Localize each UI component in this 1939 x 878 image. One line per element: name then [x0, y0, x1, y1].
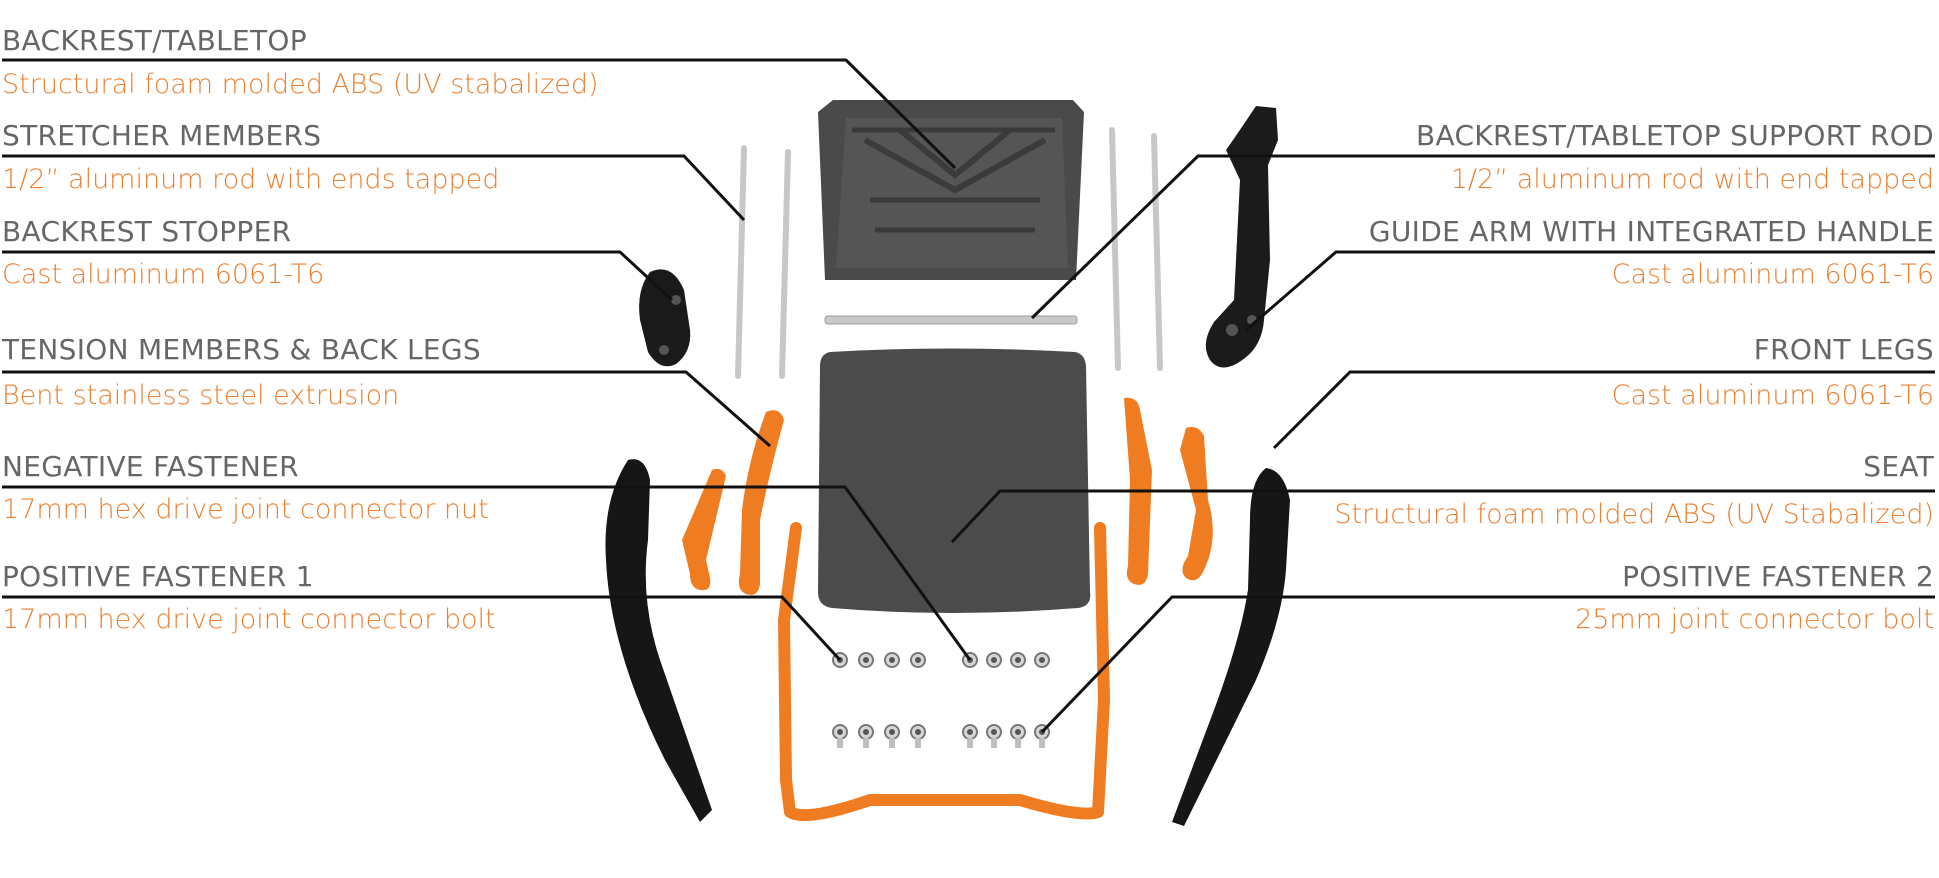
- leader-seat: [950, 489, 1935, 544]
- negative-fastener-nut: [884, 652, 900, 668]
- negative-fastener-nut: [910, 652, 926, 668]
- label-negative-fastener-title: NEGATIVE FASTENER: [2, 450, 299, 483]
- label-support-rod-desc: 1/2” aluminum rod with end tapped: [1450, 164, 1934, 195]
- negative-fastener-nut: [1010, 652, 1026, 668]
- front-legs-part: [605, 459, 1290, 826]
- leader-lines: [2, 58, 1935, 734]
- leader-stretcher-members: [2, 154, 746, 222]
- label-backrest-tabletop-desc: Structural foam molded ABS (UV stabalize…: [2, 69, 599, 100]
- leader-front-legs: [1272, 370, 1935, 450]
- fasteners-part: [832, 652, 1050, 748]
- label-positive-fastener-1-desc: 17mm hex drive joint connector bolt: [2, 604, 496, 635]
- negative-fastener-nut: [1034, 652, 1050, 668]
- negative-fastener-nut: [986, 652, 1002, 668]
- leader-negative-fastener: [2, 485, 972, 661]
- negative-fastener-nut: [858, 652, 874, 668]
- backrest-stopper-part: [639, 269, 691, 367]
- label-backrest-tabletop-title: BACKREST/TABLETOP: [2, 24, 307, 57]
- leader-backrest-stopper: [2, 250, 674, 302]
- label-support-rod-title: BACKREST/TABLETOP SUPPORT ROD: [1415, 119, 1934, 152]
- label-guide-arm-desc: Cast aluminum 6061-T6: [1611, 259, 1934, 290]
- leader-support-rod: [1030, 154, 1935, 320]
- label-negative-fastener-desc: 17mm hex drive joint connector nut: [2, 494, 489, 525]
- label-stretcher-members-title: STRETCHER MEMBERS: [2, 119, 322, 152]
- positive-fastener-bolt: [910, 724, 926, 748]
- bottom-frame-part: [778, 522, 1110, 822]
- label-stretcher-members-desc: 1/2” aluminum rod with ends tapped: [2, 164, 500, 195]
- positive-fastener-bolt: [858, 724, 874, 748]
- support-rod-part: [824, 315, 1078, 325]
- label-seat-desc: Structural foam molded ABS (UV Stabalize…: [1334, 499, 1934, 530]
- tension-members-left-part: [682, 410, 784, 595]
- guide-arm-part: [1205, 106, 1278, 368]
- positive-fastener-bolt: [884, 724, 900, 748]
- positive-fastener-bolt: [962, 724, 978, 748]
- label-positive-fastener-1-title: POSITIVE FASTENER 1: [2, 560, 314, 593]
- stretcher-rods-part: [735, 127, 1163, 379]
- leader-positive-fastener-2: [1040, 595, 1935, 734]
- leader-positive-fastener-1: [2, 595, 842, 662]
- leader-guide-arm: [1245, 250, 1935, 332]
- label-backrest-stopper-desc: Cast aluminum 6061-T6: [2, 259, 325, 290]
- label-front-legs-title: FRONT LEGS: [1753, 333, 1934, 366]
- label-backrest-stopper-title: BACKREST STOPPER: [2, 215, 292, 248]
- backrest-tabletop-part: [818, 100, 1084, 280]
- seat-part: [818, 348, 1091, 613]
- label-guide-arm-title: GUIDE ARM WITH INTEGRATED HANDLE: [1368, 215, 1934, 248]
- leader-backrest-tabletop: [2, 58, 957, 170]
- leader-tension-members: [2, 370, 771, 448]
- label-seat-title: SEAT: [1863, 450, 1934, 483]
- label-front-legs-desc: Cast aluminum 6061-T6: [1611, 380, 1934, 411]
- label-positive-fastener-2-desc: 25mm joint connector bolt: [1575, 604, 1934, 635]
- positive-fastener-bolt: [986, 724, 1002, 748]
- label-tension-members-title: TENSION MEMBERS & BACK LEGS: [2, 333, 481, 366]
- positive-fastener-bolt: [1010, 724, 1026, 748]
- label-tension-members-desc: Bent stainless steel extrusion: [2, 380, 400, 411]
- label-positive-fastener-2-title: POSITIVE FASTENER 2: [1622, 560, 1934, 593]
- positive-fastener-bolt: [832, 724, 848, 748]
